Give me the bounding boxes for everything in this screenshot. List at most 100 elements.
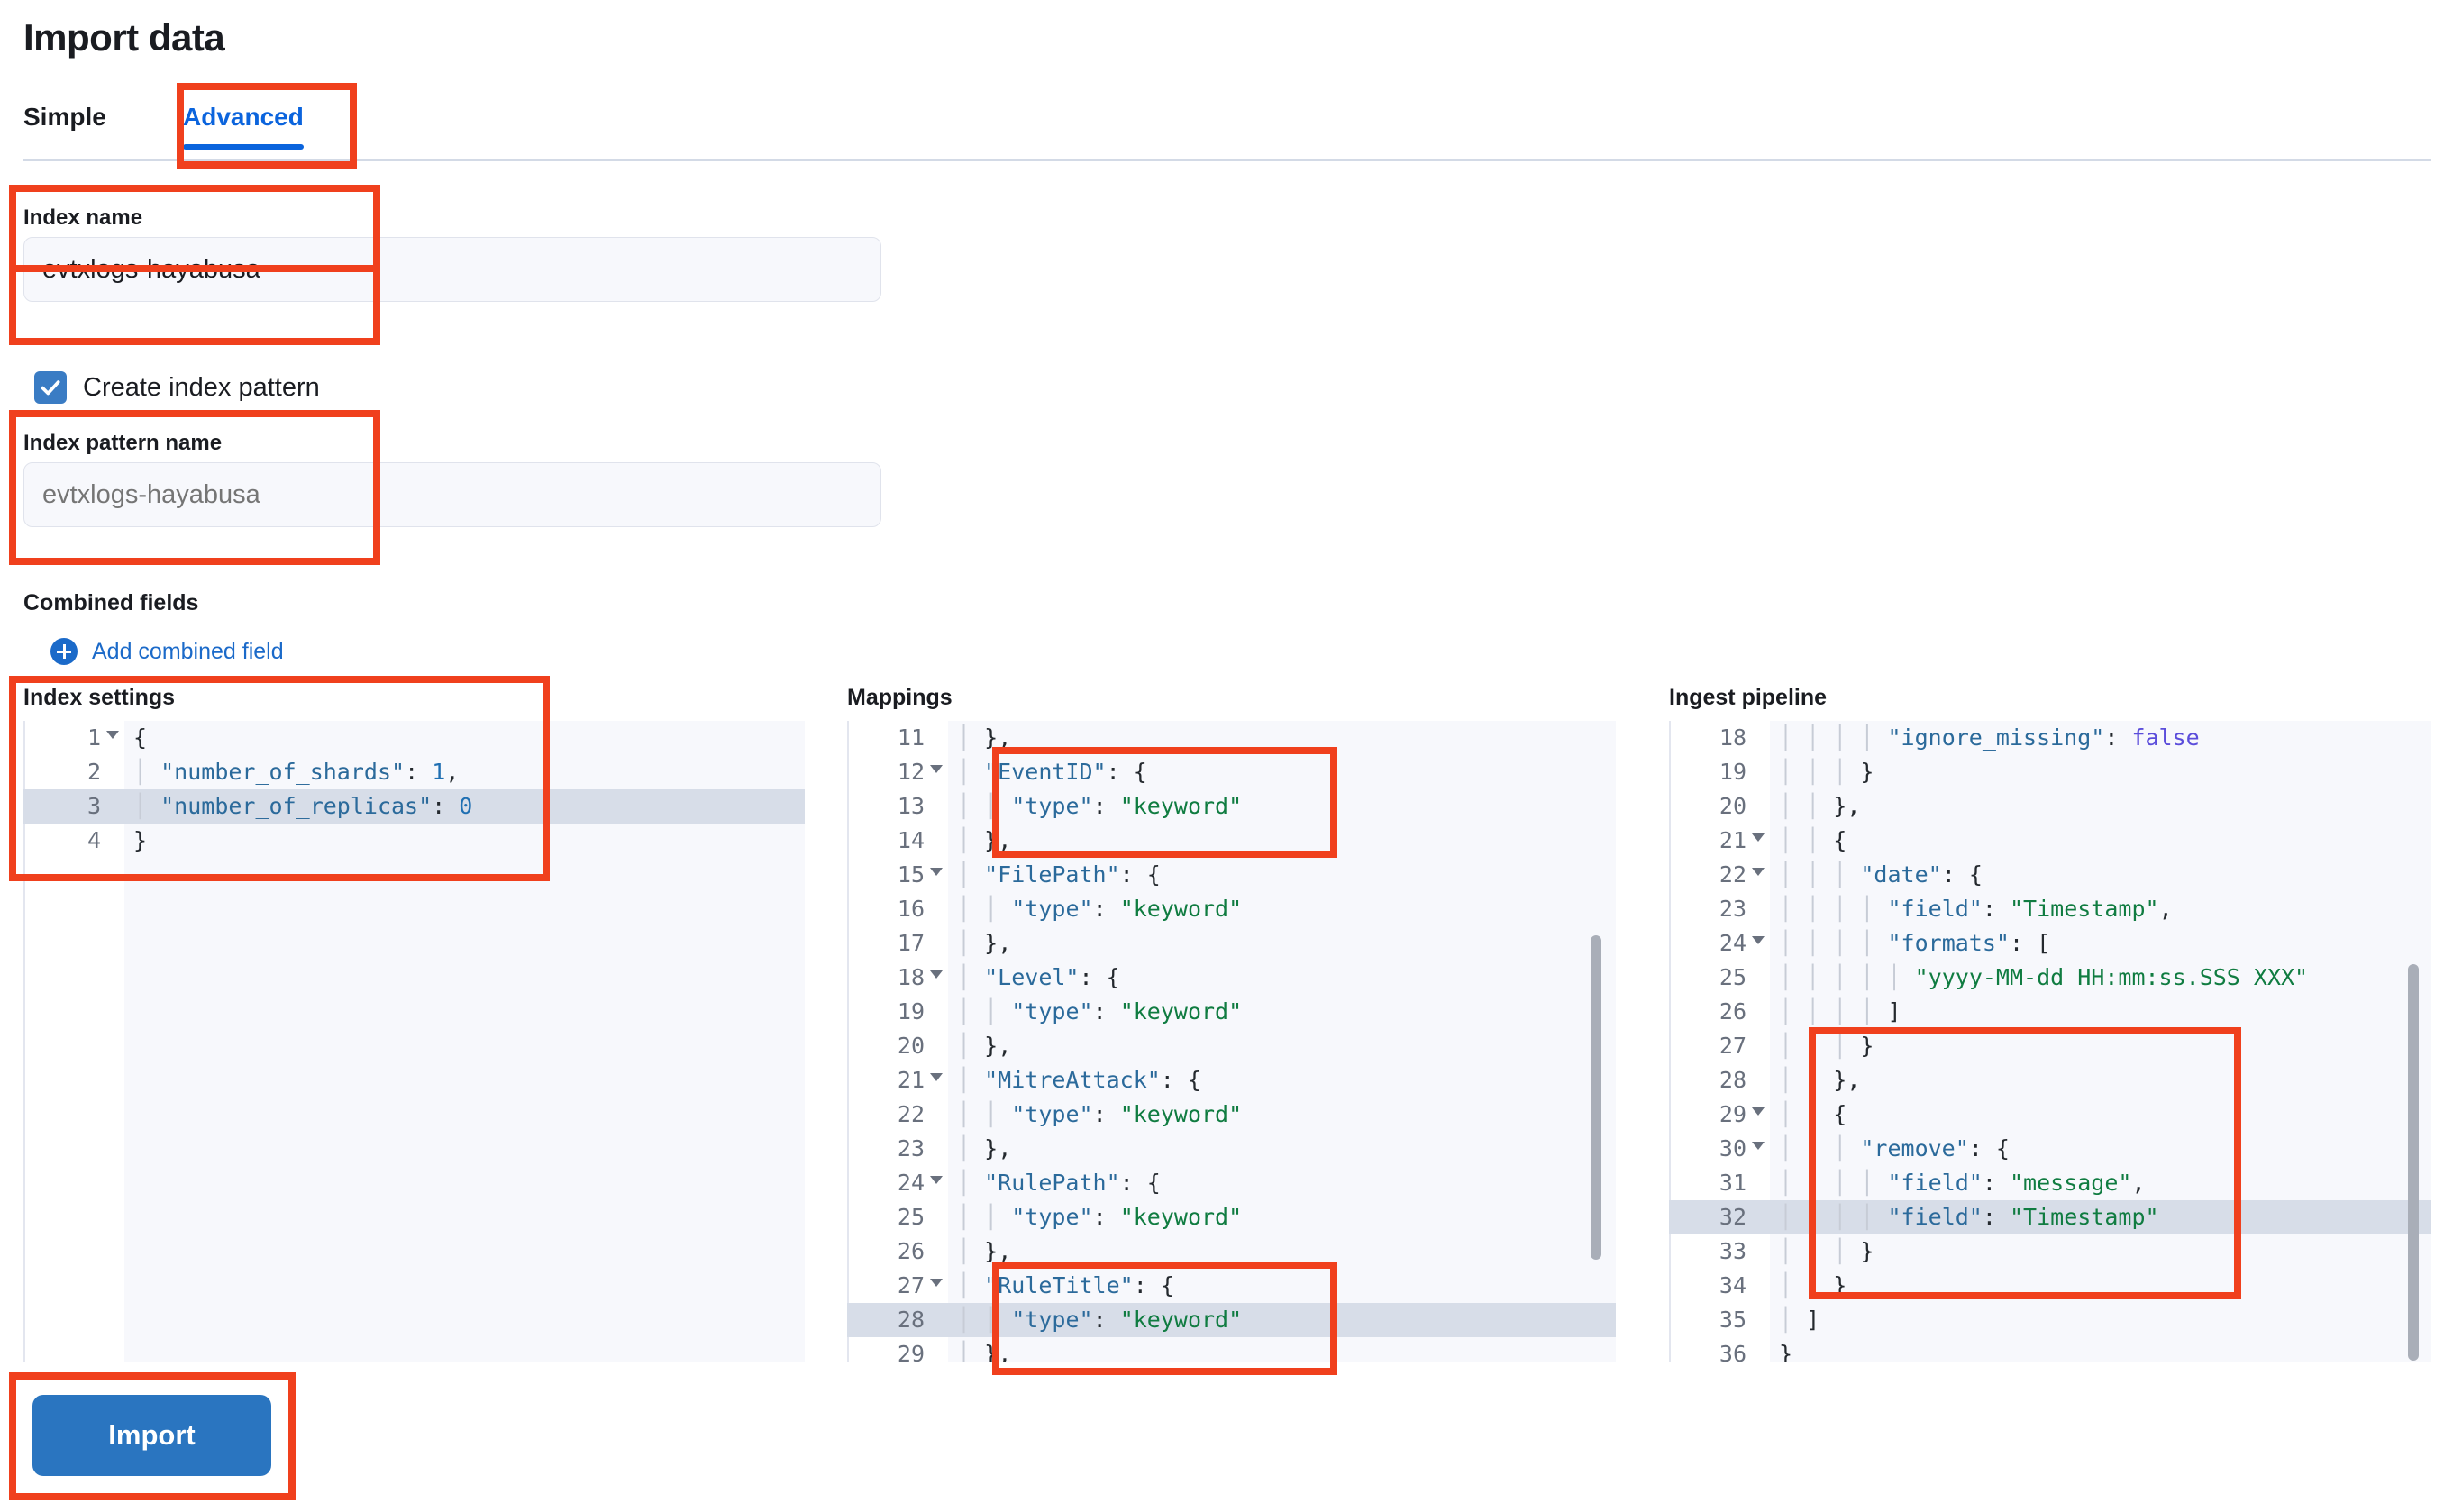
code-line[interactable]: 32│ │ │ │ "field": "Timestamp" xyxy=(1669,1200,2431,1234)
code-line[interactable]: 19│ │ "type": "keyword" xyxy=(847,995,1616,1029)
code-line[interactable]: 23 │ │ │ │ "field": "Timestamp", xyxy=(1669,892,2431,926)
code-line[interactable]: 29│ │ { xyxy=(1669,1098,2431,1132)
code-line[interactable]: 28│ │ "type": "keyword" xyxy=(847,1303,1616,1337)
line-number: 23 xyxy=(1719,896,1746,922)
code-line[interactable]: 28│ │ }, xyxy=(1669,1063,2431,1098)
code-line[interactable]: 33│ │ │ } xyxy=(1669,1234,2431,1269)
fold-arrow-icon[interactable] xyxy=(930,1176,943,1184)
line-number: 16 xyxy=(897,896,925,922)
mappings-editor[interactable]: 11│ },12│ "EventID": {13│ │ "type": "key… xyxy=(847,721,1616,1362)
code-line[interactable]: 4} xyxy=(23,824,805,858)
code-text: │ "RuleTitle": { xyxy=(957,1272,1174,1298)
code-line[interactable]: 27│ "RuleTitle": { xyxy=(847,1269,1616,1303)
code-line[interactable]: 31│ │ │ │ "field": "message", xyxy=(1669,1166,2431,1200)
fold-arrow-icon[interactable] xyxy=(930,765,943,773)
code-text: │ }, xyxy=(957,1033,1012,1059)
create-index-pattern-row[interactable]: Create index pattern xyxy=(34,371,320,404)
fold-arrow-icon[interactable] xyxy=(930,868,943,876)
ingest-pipeline-scrollbar[interactable] xyxy=(2408,964,2419,1361)
code-line[interactable]: 26│ │ │ │ ] xyxy=(1669,995,2431,1029)
code-line[interactable]: 3│ "number_of_replicas": 0 xyxy=(23,789,805,824)
code-line[interactable]: 18│ "Level": { xyxy=(847,961,1616,995)
index-name-input[interactable] xyxy=(23,237,881,302)
code-line[interactable]: 16│ │ "type": "keyword" xyxy=(847,892,1616,926)
index-pattern-name-input[interactable] xyxy=(23,462,881,527)
code-line[interactable]: 34│ │ } xyxy=(1669,1269,2431,1303)
code-line[interactable]: 24│ "RulePath": { xyxy=(847,1166,1616,1200)
code-text: │ │ │ } xyxy=(1779,759,1874,785)
code-text: │ │ "type": "keyword" xyxy=(957,1307,1243,1333)
line-number: 30 xyxy=(1719,1135,1746,1161)
code-line[interactable]: 2│ "number_of_shards": 1, xyxy=(23,755,805,789)
code-line[interactable]: 36} xyxy=(1669,1337,2431,1362)
line-number: 33 xyxy=(1719,1238,1746,1264)
code-line[interactable]: 22│ │ │ "date": { xyxy=(1669,858,2431,892)
line-number: 20 xyxy=(1719,793,1746,819)
code-line[interactable]: 35│ ] xyxy=(1669,1303,2431,1337)
plus-circle-icon xyxy=(50,638,78,665)
tab-active-underline xyxy=(183,144,304,150)
code-text: { xyxy=(133,724,148,751)
code-line[interactable]: 14│ }, xyxy=(847,824,1616,858)
ingest-pipeline-title: Ingest pipeline xyxy=(1669,685,1828,710)
page-title: Import data xyxy=(23,16,225,59)
line-number: 14 xyxy=(897,827,925,853)
editor-gutter-rule xyxy=(23,721,25,1362)
code-line[interactable]: 27│ │ │ } xyxy=(1669,1029,2431,1063)
code-line[interactable]: 26│ }, xyxy=(847,1234,1616,1269)
add-combined-field-button[interactable]: Add combined field xyxy=(50,638,284,665)
code-line[interactable]: 1{ xyxy=(23,721,805,755)
code-line[interactable]: 13│ │ "type": "keyword" xyxy=(847,789,1616,824)
mappings-scrollbar[interactable] xyxy=(1591,935,1601,1260)
import-button[interactable]: Import xyxy=(32,1395,271,1476)
code-line[interactable]: 23│ }, xyxy=(847,1132,1616,1166)
line-number: 21 xyxy=(897,1067,925,1093)
code-text: │ │ │ │ │ "yyyy-MM-dd HH:mm:ss.SSS XXX" xyxy=(1779,964,2309,990)
code-line[interactable]: 29│ }, xyxy=(847,1337,1616,1362)
fold-arrow-icon[interactable] xyxy=(1752,868,1765,876)
line-number: 3 xyxy=(87,793,101,819)
code-text: │ ] xyxy=(1779,1307,1820,1333)
code-text: │ │ }, xyxy=(1779,1067,1861,1093)
code-text: │ │ "type": "keyword" xyxy=(957,998,1243,1025)
code-text: │ │ │ } xyxy=(1779,1033,1874,1059)
fold-arrow-icon[interactable] xyxy=(1752,1142,1765,1150)
code-text: │ │ │ │ "field": "Timestamp" xyxy=(1779,1204,2159,1230)
fold-arrow-icon[interactable] xyxy=(106,731,119,739)
fold-arrow-icon[interactable] xyxy=(930,970,943,979)
code-text: │ │ │ │ "field": "Timestamp", xyxy=(1779,896,2173,922)
code-line[interactable]: 17│ }, xyxy=(847,926,1616,961)
code-line[interactable]: 24│ │ │ │ "formats": [ xyxy=(1669,926,2431,961)
code-text: │ │ "type": "keyword" xyxy=(957,1204,1243,1230)
code-text: │ │ │ │ "field": "message", xyxy=(1779,1170,2146,1196)
fold-arrow-icon[interactable] xyxy=(930,1073,943,1081)
create-index-pattern-checkbox[interactable] xyxy=(34,371,67,404)
line-number: 13 xyxy=(897,793,925,819)
tab-advanced[interactable]: Advanced xyxy=(183,90,304,150)
code-line[interactable]: 19│ │ │ } xyxy=(1669,755,2431,789)
code-line[interactable]: 21│ │ { xyxy=(1669,824,2431,858)
code-line[interactable]: 18│ │ │ │ "ignore_missing": false xyxy=(1669,721,2431,755)
fold-arrow-icon[interactable] xyxy=(1752,936,1765,944)
code-line[interactable]: 30│ │ │ "remove": { xyxy=(1669,1132,2431,1166)
fold-arrow-icon[interactable] xyxy=(1752,1107,1765,1116)
code-line[interactable]: 20│ }, xyxy=(847,1029,1616,1063)
code-line[interactable]: 21│ "MitreAttack": { xyxy=(847,1063,1616,1098)
line-number: 2 xyxy=(87,759,101,785)
code-line[interactable]: 20│ │ }, xyxy=(1669,789,2431,824)
mappings-title: Mappings xyxy=(847,685,953,710)
code-line[interactable]: 25│ │ │ │ │ "yyyy-MM-dd HH:mm:ss.SSS XXX… xyxy=(1669,961,2431,995)
code-line[interactable]: 22│ │ "type": "keyword" xyxy=(847,1098,1616,1132)
line-number: 24 xyxy=(1719,930,1746,956)
fold-arrow-icon[interactable] xyxy=(930,1279,943,1287)
index-pattern-name-label: Index pattern name xyxy=(23,431,223,455)
index-settings-editor[interactable]: 1{2│ "number_of_shards": 1,3│ "number_of… xyxy=(23,721,805,1362)
code-line[interactable]: 15│ "FilePath": { xyxy=(847,858,1616,892)
code-line[interactable]: 25│ │ "type": "keyword" xyxy=(847,1200,1616,1234)
code-line[interactable]: 12│ "EventID": { xyxy=(847,755,1616,789)
editor-lines: 1{2│ "number_of_shards": 1,3│ "number_of… xyxy=(23,721,805,858)
fold-arrow-icon[interactable] xyxy=(1752,833,1765,842)
tab-simple[interactable]: Simple xyxy=(23,103,106,131)
code-line[interactable]: 11│ }, xyxy=(847,721,1616,755)
